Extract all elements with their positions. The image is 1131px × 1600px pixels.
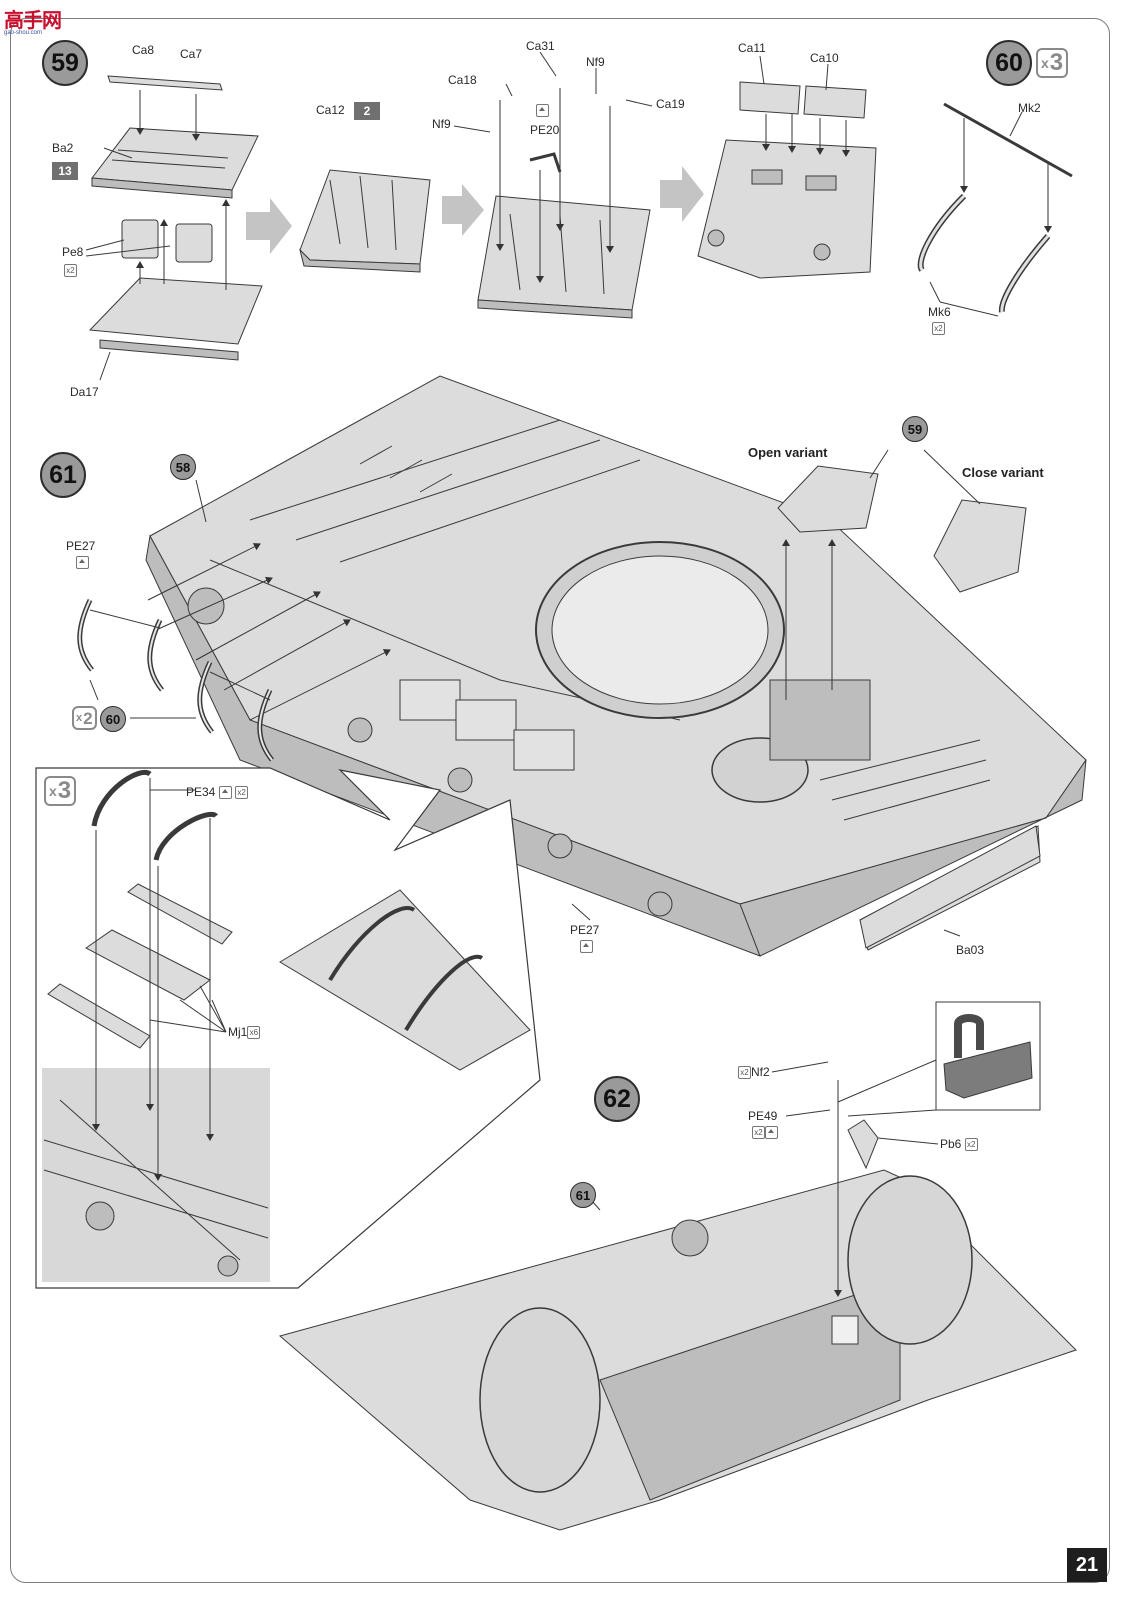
photo-etch-icon (76, 556, 89, 570)
detail-zoom-box (837, 1001, 1041, 1117)
ba03-plate (859, 825, 1041, 949)
inset-multiplier-value: 3 (57, 777, 72, 804)
label-nf9-left: Nf9 (432, 117, 451, 131)
label-mk6-qty: x2 (932, 322, 945, 336)
step62-rear-hull (278, 1080, 1077, 1531)
label-close-variant: Close variant (962, 465, 1044, 480)
watermark-text: 高手网 (4, 8, 62, 32)
page-number: 21 (1067, 1548, 1107, 1582)
step-badge-62: 62 (594, 1076, 640, 1122)
label-pe8: Pe8 (62, 245, 84, 259)
label-mk2: Mk2 (1018, 101, 1041, 115)
pe8-qty-box: x2 (64, 264, 77, 278)
pb6-text: Pb6 (940, 1137, 962, 1151)
mj1-qty-box: x6 (247, 1026, 261, 1040)
ref-badge-60: 60 (100, 706, 126, 732)
label-pe27-left: PE27 (66, 539, 96, 553)
label-mk6: Mk6 (928, 305, 951, 319)
label-ca7: Ca7 (180, 47, 203, 61)
mj1-text: Mj1 (228, 1025, 248, 1039)
label-pe8-qty: x2 (64, 264, 77, 278)
label-ca31: Ca31 (526, 39, 555, 53)
step59-hatch-assembly (88, 75, 877, 361)
page-border (10, 18, 1110, 1583)
label-pe34: PE34 x2 (186, 785, 249, 800)
label-ca8: Ca8 (132, 43, 155, 57)
ref-badge-61: 61 (570, 1182, 596, 1208)
label-ca11: Ca11 (738, 41, 766, 55)
ref-badge-58: 58 (170, 454, 196, 480)
step-badge-60: 60 (986, 40, 1032, 86)
label-pe49: PE49 (748, 1109, 778, 1123)
step61-inset-panel (35, 767, 541, 1289)
label-pe27-bottom: PE27 (570, 923, 600, 937)
pe49-qty-box: x2 (752, 1126, 765, 1140)
label-ca18: Ca18 (448, 73, 477, 87)
photo-etch-icon (218, 786, 232, 800)
mk6-qty-box: x2 (932, 322, 945, 336)
pb6-qty-box: x2 (964, 1138, 978, 1152)
step-badge-61: 61 (40, 452, 86, 498)
pe34-qty-box: x2 (235, 786, 249, 800)
label-pb6: Pb6 x2 (940, 1137, 978, 1152)
watermark-url: gao-shou.com (4, 30, 43, 36)
watermark-logo: 高手网 gao-shou.com (4, 4, 74, 38)
ref-box-2: 2 (354, 102, 380, 120)
pe49-qty: x2 (752, 1126, 778, 1140)
photo-etch-icon (765, 1126, 778, 1140)
step-badge-59: 59 (42, 40, 88, 86)
label-ba2: Ba2 (52, 141, 74, 155)
label-ca12: Ca12 (316, 103, 345, 117)
nf2-text: Nf2 (751, 1065, 770, 1079)
nf2-qty-box: x2 (738, 1066, 751, 1080)
label-pe20: PE20 (530, 123, 560, 137)
step60-multiplier-value: 3 (1049, 49, 1064, 76)
step60-handle-assembly (917, 102, 1073, 313)
ref60-multiplier-value: 2 (83, 708, 93, 728)
photo-etch-icon (580, 940, 593, 954)
label-ca19: Ca19 (656, 97, 685, 111)
label-nf9-right: Nf9 (586, 55, 605, 69)
ref-box-13: 13 (52, 162, 78, 180)
pe34-text: PE34 (186, 785, 216, 799)
label-da17: Da17 (70, 385, 99, 399)
pe27-bottom-icon (580, 940, 593, 954)
photo-etch-icon (536, 104, 549, 118)
pe27-left-icon (76, 556, 89, 570)
label-ba03: Ba03 (956, 943, 985, 957)
label-pe20-icon (536, 104, 549, 118)
label-ca10: Ca10 (810, 51, 839, 65)
ref-badge-59: 59 (902, 416, 928, 442)
label-open-variant: Open variant (748, 445, 828, 460)
leader-lines (85, 51, 1023, 1145)
